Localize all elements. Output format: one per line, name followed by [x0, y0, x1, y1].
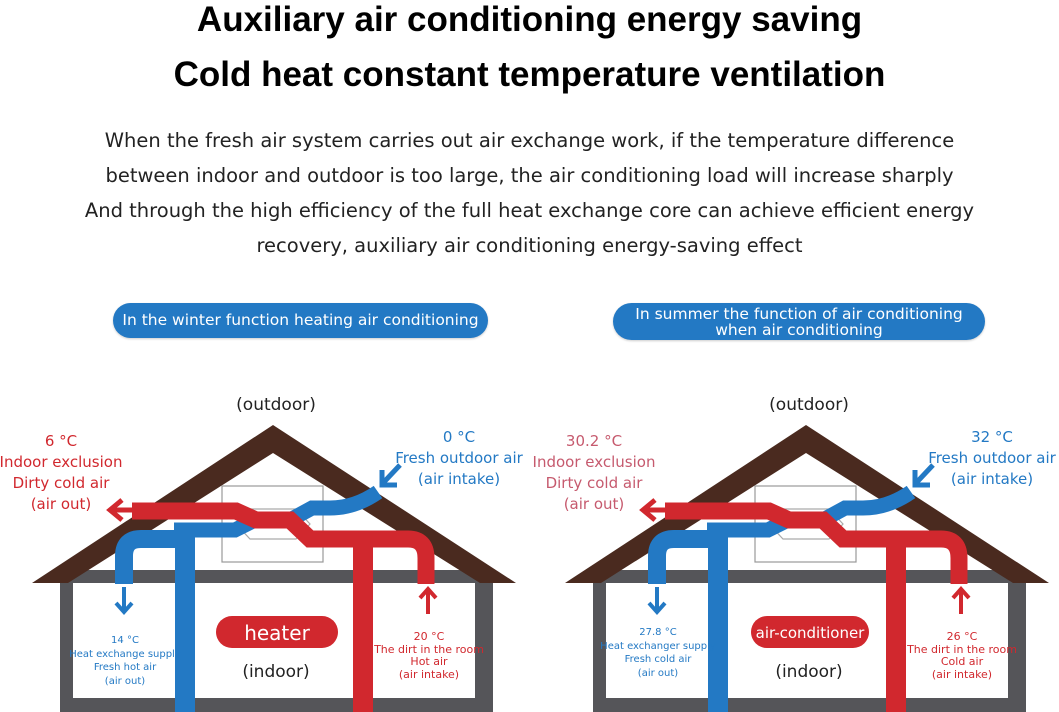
exhaust-return-duct: [132, 502, 435, 584]
supply-label-1: Heat exchange supply: [69, 649, 181, 660]
summer-pill-line-1: In summer the function of air conditioni…: [635, 305, 963, 323]
roof: [565, 425, 1049, 583]
exhaust-arrow-icon: [639, 498, 671, 522]
intake-label-1: Fresh outdoor air: [928, 449, 1056, 467]
indoor-label: (indoor): [775, 662, 842, 682]
outdoor-label: (outdoor): [236, 395, 316, 415]
intake-temp: 32 °C: [971, 428, 1013, 446]
intake-label-2: (air intake): [418, 470, 500, 488]
exhaust-temp: 6 °C: [45, 432, 77, 450]
supply-arrow-icon: [114, 587, 134, 616]
title-line-1: Auxiliary air conditioning energy saving: [196, 0, 863, 39]
description-line-4: recovery, auxiliary air conditioning ene…: [256, 234, 803, 257]
return-label-1: The dirt in the room: [906, 643, 1017, 656]
return-temp: 26 °C: [947, 630, 978, 643]
return-label-2: Hot air: [410, 655, 448, 668]
red-vertical-duct: [353, 540, 373, 712]
return-arrow-icon: [418, 585, 438, 614]
roof: [32, 425, 516, 583]
appliance-badge: [216, 616, 338, 648]
exhaust-label-3: (air out): [564, 495, 625, 513]
exhaust-label-1: Indoor exclusion: [533, 453, 656, 471]
intake-arrow-icon: [379, 463, 402, 488]
return-label-3: (air intake): [399, 668, 459, 681]
return-label-2: Cold air: [941, 655, 984, 668]
blue-vertical-duct: [175, 530, 195, 712]
supply-temp: 27.8 °C: [639, 627, 676, 638]
supply-label-2: Fresh hot air: [94, 662, 157, 673]
indoor-label: (indoor): [242, 662, 309, 682]
outdoor-label: (outdoor): [769, 395, 849, 415]
winter-mode-pill: In the winter function heating air condi…: [113, 303, 488, 338]
supply-duct: [115, 530, 176, 584]
exhaust-return-duct: [665, 502, 968, 584]
supply-label-1: Heat exchanger supply: [600, 641, 716, 652]
return-label-1: The dirt in the room: [373, 643, 484, 656]
return-arrow-icon: [951, 585, 971, 614]
return-temp: 20 °C: [414, 630, 445, 643]
winter-pill-label: In the winter function heating air condi…: [122, 311, 479, 329]
appliance-badge: [751, 616, 869, 648]
exhaust-label-2: Dirty cold air: [546, 474, 644, 492]
intake-temp: 0 °C: [443, 428, 475, 446]
summer-mode-pill: In summer the function of air conditioni…: [613, 303, 985, 340]
supply-arrow-icon: [647, 587, 667, 616]
exhaust-temp: 30.2 °C: [566, 432, 622, 450]
supply-label-3: (air out): [105, 676, 145, 687]
supply-temp: 14 °C: [111, 635, 139, 646]
exhaust-label-1: Indoor exclusion: [0, 453, 122, 471]
description-line-2: between indoor and outdoor is too large,…: [105, 164, 954, 187]
winter-house-diagram: heater (outdoor) (indoor) 6 °C Indoor exclus…: [0, 395, 524, 712]
supply-label-2: Fresh cold air: [625, 654, 693, 665]
intake-label-1: Fresh outdoor air: [395, 449, 523, 467]
supply-duct: [648, 530, 709, 584]
red-vertical-duct: [886, 540, 906, 712]
title-line-2: Cold heat constant temperature ventilati…: [173, 55, 886, 94]
description-line-1: When the fresh air system carries out ai…: [104, 129, 955, 152]
supply-label-3: (air out): [638, 668, 678, 679]
appliance-label: heater: [244, 621, 310, 645]
appliance-label: air-conditioner: [756, 624, 866, 642]
summer-pill-line-2: when air conditioning: [715, 321, 883, 339]
exhaust-arrow-icon: [106, 498, 138, 522]
summer-house-diagram: air-conditioner (outdoor) (indoor) 30.2 °C I…: [533, 395, 1057, 712]
exhaust-label-3: (air out): [31, 495, 92, 513]
return-label-3: (air intake): [932, 668, 992, 681]
description-line-3: And through the high efficiency of the f…: [84, 199, 975, 222]
intake-arrow-icon: [912, 463, 935, 488]
exhaust-label-2: Dirty cold air: [13, 474, 111, 492]
blue-vertical-duct: [708, 530, 728, 712]
intake-label-2: (air intake): [951, 470, 1033, 488]
